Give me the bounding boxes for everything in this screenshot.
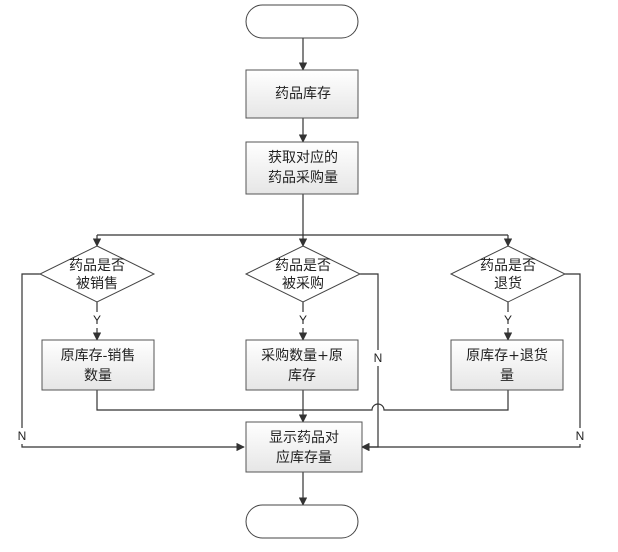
- decision-is-returned-label-2: 退货: [494, 275, 522, 292]
- node-purchase-calc-label-2: 库存: [288, 368, 316, 384]
- label-is-purchased-yes: Y: [299, 313, 307, 327]
- label-is-sold-no: N: [18, 429, 27, 443]
- node-get-purchase: 获取对应的 药品采购量: [245, 141, 359, 195]
- decision-is-purchased: 药品是否 被采购: [244, 245, 362, 303]
- node-inventory: 药品库存: [245, 69, 359, 119]
- node-sale-calc: 原库存-销售 数量: [41, 339, 155, 391]
- node-return-calc-label-1: 原库存+退货: [466, 347, 548, 364]
- node-purchase-calc-label-1: 采购数量+原: [261, 348, 343, 364]
- edge-is-sold-no: [21, 273, 245, 452]
- decision-is-purchased-label-1: 药品是否: [275, 258, 331, 274]
- node-return-calc: 原库存+退货 量: [450, 339, 564, 391]
- node-start: [245, 4, 359, 39]
- decision-is-returned: 药品是否 退货: [449, 245, 567, 303]
- label-is-returned-yes: Y: [504, 313, 512, 327]
- node-display-label-1: 显示药品对: [269, 430, 339, 446]
- edge-labels: Y Y Y N N N: [15, 312, 587, 444]
- node-display-label-2: 应库存量: [276, 449, 332, 466]
- node-sale-calc-label-1: 原库存-销售: [61, 348, 136, 364]
- node-inventory-label: 药品库存: [275, 86, 331, 102]
- node-purchase-calc: 采购数量+原 库存: [245, 339, 359, 391]
- label-is-sold-yes: Y: [93, 313, 101, 327]
- decision-is-returned-label-1: 药品是否: [480, 258, 536, 274]
- decision-is-sold-label-1: 药品是否: [69, 258, 125, 274]
- label-is-purchased-no: N: [374, 351, 383, 365]
- decision-is-sold: 药品是否 被销售: [38, 245, 156, 303]
- label-is-returned-no: N: [576, 429, 585, 443]
- node-display: 显示药品对 应库存量: [245, 421, 363, 473]
- node-end: [245, 504, 359, 539]
- node-return-calc-label-2: 量: [500, 368, 514, 384]
- node-get-purchase-label-1: 获取对应的: [268, 149, 338, 166]
- node-get-purchase-label-2: 药品采购量: [268, 170, 338, 186]
- node-sale-calc-label-2: 数量: [84, 368, 112, 384]
- decision-is-purchased-label-2: 被采购: [282, 276, 324, 292]
- edge-is-returned-no: [361, 273, 581, 452]
- decision-is-sold-label-2: 被销售: [76, 276, 118, 292]
